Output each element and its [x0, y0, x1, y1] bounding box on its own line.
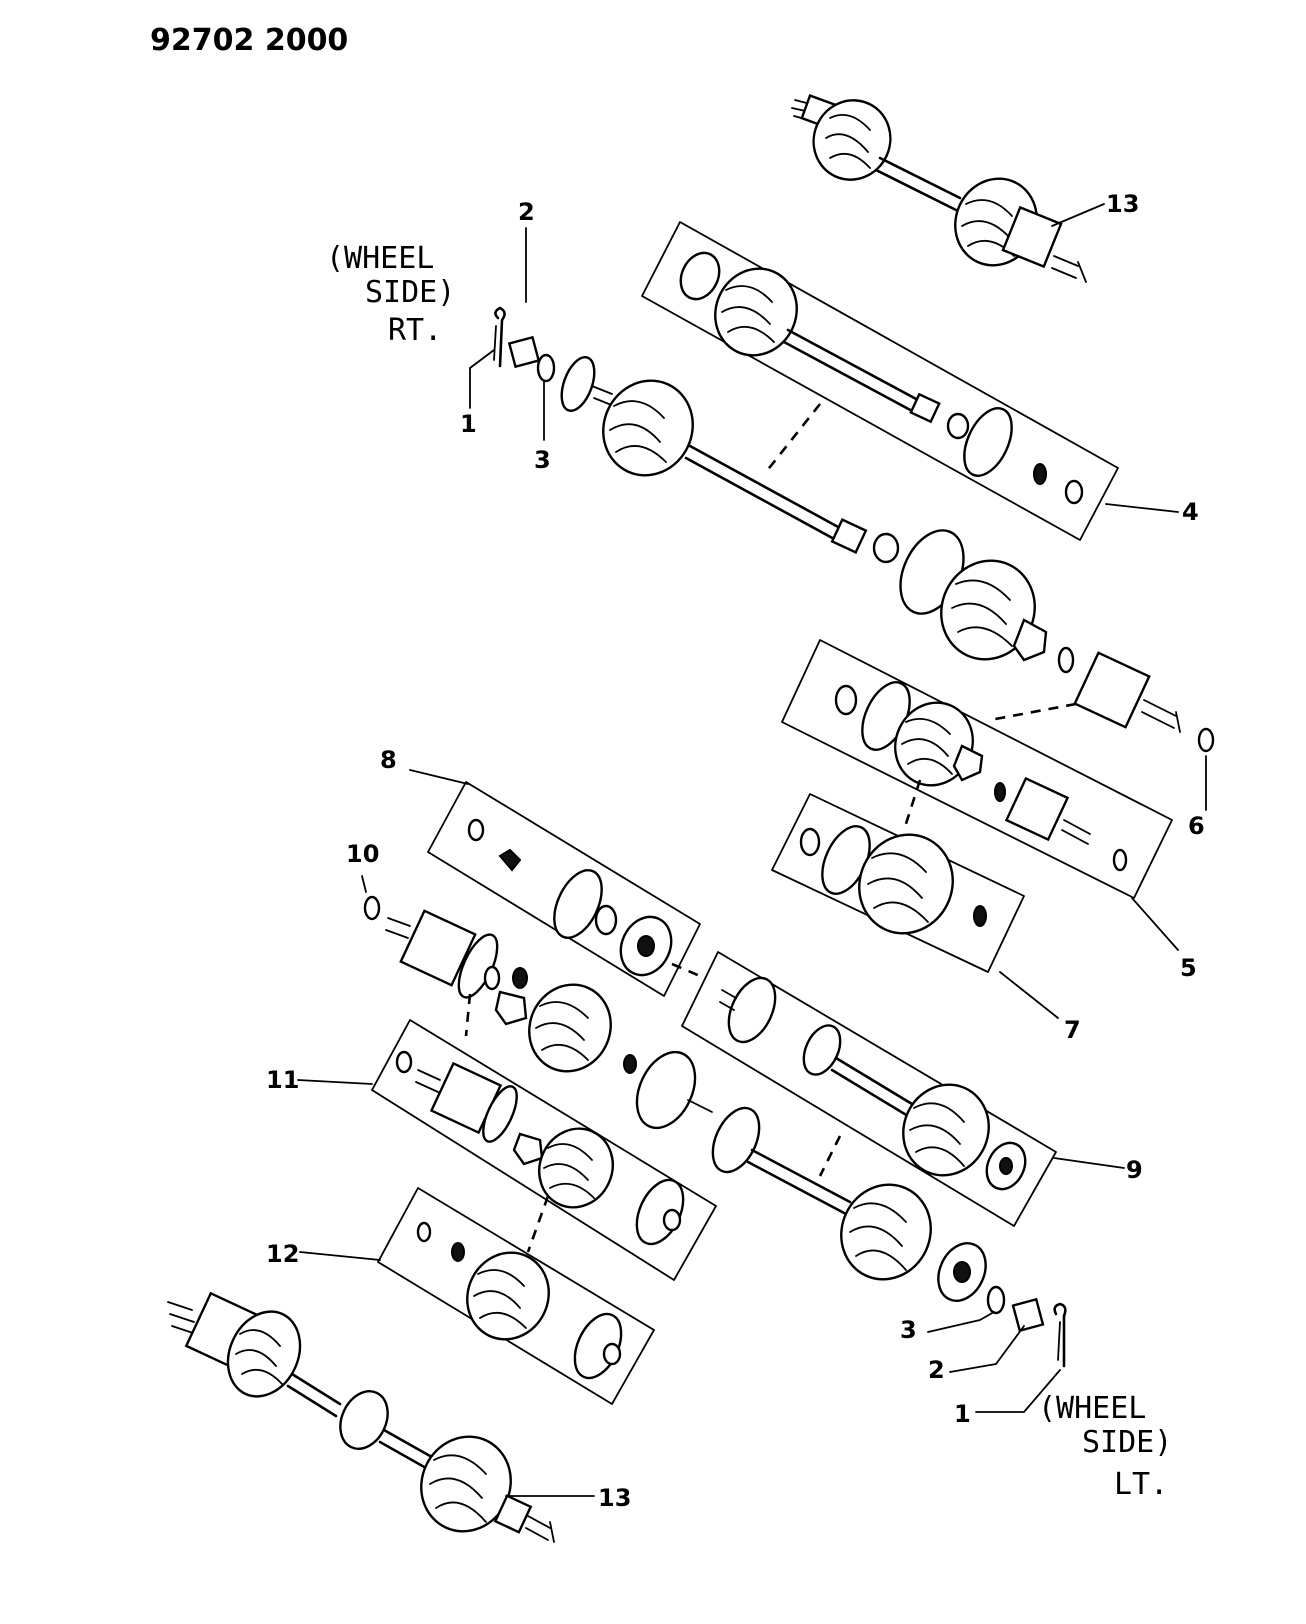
callout-7: 7 [1064, 1016, 1081, 1044]
callout-9: 9 [1126, 1156, 1143, 1184]
cotter-pin-lt [1053, 1302, 1067, 1368]
kit-box-4 [641, 221, 1119, 541]
lt-wheel-fasteners [927, 1285, 1067, 1413]
kit-box-12 [377, 1187, 655, 1405]
circlip-10 [363, 895, 381, 921]
note-lt-line2: SIDE) [1082, 1425, 1172, 1460]
kit-box-11 [371, 1019, 717, 1281]
note-rt-line2: SIDE) [365, 275, 455, 310]
lt-main-shaft [361, 875, 987, 1302]
callout-11: 11 [266, 1066, 299, 1094]
washer-lt [986, 1285, 1006, 1315]
nut-lt [1011, 1297, 1045, 1333]
top-driveshaft-assembly [791, 94, 1087, 283]
rt-wheel-fasteners [469, 227, 556, 441]
kit-box-9 [681, 951, 1057, 1227]
callout-3-top: 3 [534, 446, 551, 474]
note-lt-line1: (WHEEL [1038, 1391, 1146, 1426]
diagram-code: 92702 2000 [150, 23, 348, 58]
callout-6: 6 [1188, 812, 1205, 840]
callout-13-bottom: 13 [598, 1484, 631, 1512]
wheel-side-lt-note: (WHEEL SIDE) LT. [1038, 1391, 1172, 1502]
leader-lines [297, 203, 1179, 1497]
callout-2-bottom: 2 [928, 1356, 945, 1384]
callout-numbers: 1 2 3 13 4 6 5 7 8 10 9 11 12 13 3 2 1 [266, 190, 1205, 1512]
callout-1-bottom: 1 [954, 1400, 971, 1428]
callout-2-top: 2 [518, 198, 535, 226]
note-lt-line3: LT. [1114, 1467, 1168, 1502]
nut-rt [507, 335, 541, 369]
wheel-side-rt-note: (WHEEL SIDE) RT. [326, 241, 455, 348]
rt-main-shaft [560, 356, 1215, 811]
bottom-driveshaft-assembly [167, 1291, 555, 1543]
callout-1-top: 1 [460, 410, 477, 438]
kit-box-7 [771, 779, 1025, 973]
circlip-6 [1197, 727, 1215, 753]
cotter-pin-rt [494, 306, 506, 368]
note-rt-line1: (WHEEL [326, 241, 434, 276]
kit-box-8 [427, 781, 701, 997]
callout-5: 5 [1180, 954, 1197, 982]
kit-box-5 [781, 639, 1173, 899]
washer-rt [536, 353, 556, 383]
callout-8: 8 [380, 746, 397, 774]
callout-3-bottom: 3 [900, 1316, 917, 1344]
callout-10: 10 [346, 840, 379, 868]
note-rt-line3: RT. [388, 313, 442, 348]
callout-4: 4 [1182, 498, 1199, 526]
callout-12: 12 [266, 1240, 299, 1268]
callout-13-top: 13 [1106, 190, 1139, 218]
